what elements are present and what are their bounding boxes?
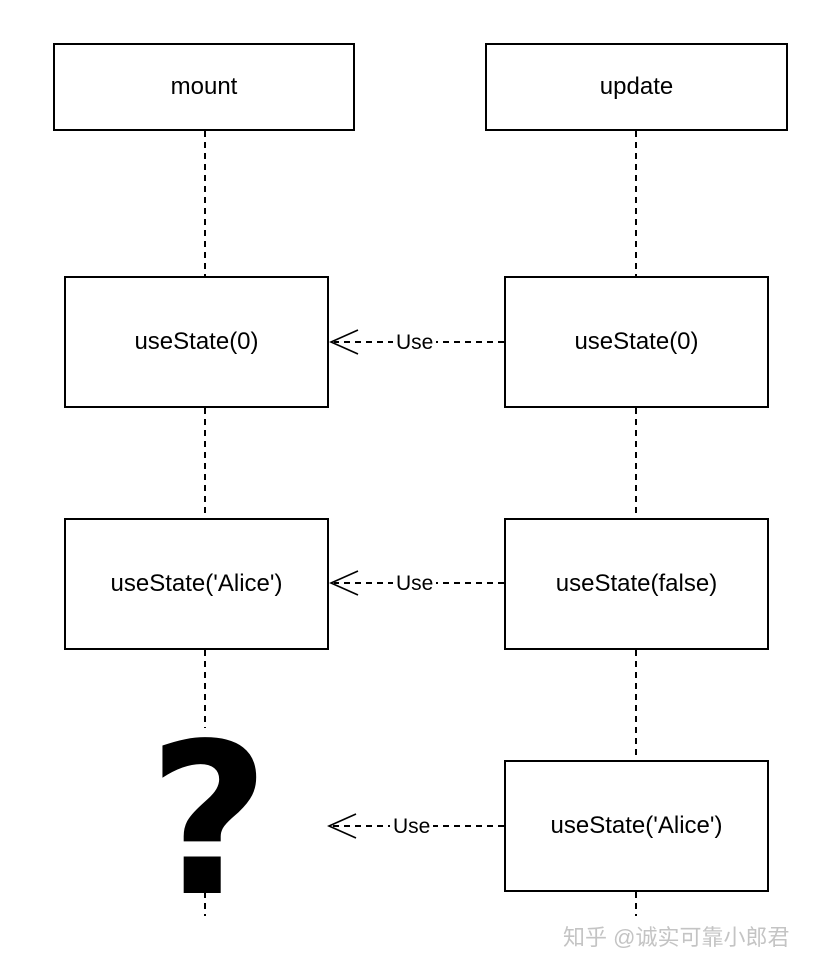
use-label-2: Use	[393, 572, 437, 596]
watermark: 知乎 @诚实可靠小郎君	[563, 925, 790, 950]
mount-call-box-2: useState('Alice')	[64, 518, 329, 650]
mount-call-box-1: useState(0)	[64, 276, 329, 408]
question-mark-icon: ?	[148, 698, 270, 943]
update-header: update	[485, 43, 788, 131]
use-label-3: Use	[390, 815, 434, 839]
update-call-box-2: useState(false)	[504, 518, 769, 650]
use-arrowhead-2	[329, 570, 359, 596]
mount-header: mount	[53, 43, 355, 131]
use-arrowhead-3	[327, 813, 357, 839]
use-arrowhead-1	[329, 329, 359, 355]
update-call-box-3: useState('Alice')	[504, 760, 769, 892]
update-call-box-1: useState(0)	[504, 276, 769, 408]
use-label-1: Use	[393, 331, 437, 355]
